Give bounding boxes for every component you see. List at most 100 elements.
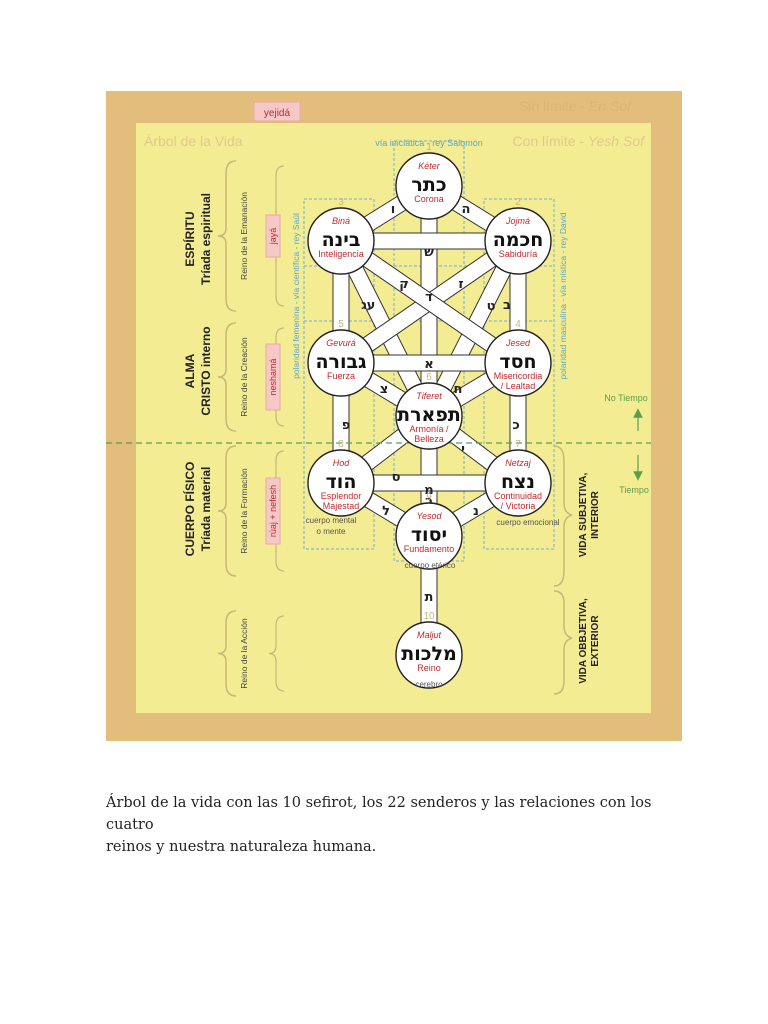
path-letter-8: ט: [487, 299, 496, 314]
no-tiempo-label: No Tiempo: [604, 393, 648, 403]
cerebro-label: cerebro: [415, 680, 443, 689]
sefira-number-10: 10: [423, 611, 435, 622]
level-subtitle-3: Tríada material: [199, 467, 213, 552]
level-title-1: ESPÍRITU: [182, 211, 197, 266]
sefira-number-1: 1: [426, 142, 432, 153]
level-reino-3: Reino de la Formación: [239, 468, 249, 554]
soul-label-2: neshamá: [268, 358, 278, 395]
sefira-hebrew-9: יסוד: [411, 524, 447, 546]
sefira-name-3: Biná: [332, 216, 350, 226]
vida-objetiva-label-1: VIDA OBBJETIVA,: [578, 598, 589, 684]
sefira-meaning-1-1: Corona: [414, 194, 444, 204]
level-brace-4: [217, 610, 237, 697]
sefira-hebrew-7: נצח: [501, 471, 535, 493]
path-letter-14: פ: [342, 418, 351, 433]
path-letter-9: ג: [361, 298, 367, 313]
path-letter-11: א: [424, 357, 433, 372]
path-letter-5: ק: [399, 277, 409, 292]
sefira-meaning-10-1: Reino: [417, 663, 441, 673]
level-brace-2: [217, 322, 237, 432]
tree-of-life-figure: Sin límite - En Sof Con límite - Yesh So…: [106, 91, 682, 741]
sefira-meaning-4-2: / Lealtad: [501, 381, 536, 391]
soul-box-1: [265, 214, 281, 258]
sefira-circle-9: [395, 502, 463, 570]
sefira-name-6: Tiferet: [416, 391, 442, 401]
path-letter-3: ש: [424, 245, 434, 260]
path-letter-19: כ: [512, 418, 519, 433]
brace-vida-subjetiva: [553, 445, 573, 587]
path-letter-21: ר: [425, 494, 433, 509]
sefira-name-7: Netzaj: [505, 458, 532, 468]
caption-line-1: Árbol de la vida con las 10 sefirot, los…: [106, 795, 652, 833]
level-inner-brace-4: [268, 615, 285, 692]
sefira-circle-3: [307, 207, 375, 275]
path-letter-16: ל: [382, 504, 390, 519]
path-letter-18: ס: [392, 470, 401, 485]
level-brace-3: [217, 445, 237, 577]
figure-caption: Árbol de la vida con las 10 sefirot, los…: [106, 792, 666, 858]
sefira-circle-4: [484, 329, 552, 397]
arbol-title: Árbol de la Vida: [144, 133, 243, 149]
soul-label-3: rúaj + nefesh: [268, 485, 278, 537]
cuerpo-mental-label-1: cuerpo mental: [306, 516, 357, 525]
sefira-hebrew-2: חכמה: [493, 229, 544, 251]
vida-subjetiva-label-1: VIDA SUBJETIVA,: [578, 473, 589, 558]
sefira-meaning-5-1: Fuerza: [327, 371, 355, 381]
sefira-circle-10: [395, 621, 463, 689]
sefira-hebrew-8: הוד: [326, 471, 357, 493]
sefira-number-2: 2: [515, 197, 521, 208]
level-subtitle-2: CRISTO interno: [199, 326, 213, 415]
sefira-hebrew-10: מלכות: [401, 643, 457, 665]
sefira-name-4: Jesed: [505, 338, 531, 348]
con-limite-label: Con límite - Yesh Sof: [512, 133, 646, 149]
sefira-number-3: 3: [338, 197, 344, 208]
sefira-name-9: Yesod: [416, 511, 442, 521]
yejida-box: [253, 101, 301, 122]
vida-subjetiva-label-2: INTERIOR: [590, 490, 601, 539]
cuerpo-emocional-label: cuerpo emocional: [496, 518, 559, 527]
path-letter-17: נ: [473, 504, 479, 519]
sefira-number-5: 5: [338, 319, 344, 330]
sefira-number-8: 8: [338, 439, 344, 450]
sefira-circle-5: [307, 329, 375, 397]
path-letter-15: י: [461, 442, 465, 457]
level-reino-2: Reino de la Creación: [239, 337, 249, 417]
soul-box-3: [265, 477, 281, 545]
sin-limite-label: Sin límite - En Sof: [519, 98, 633, 114]
sefira-number-4: 4: [515, 319, 521, 330]
sefira-meaning-7-1: Continuidad: [494, 491, 542, 501]
level-title-2: ALMA: [183, 353, 197, 388]
yejida-label: yejidá: [264, 108, 291, 119]
sefira-meaning-3-1: Inteligencia: [318, 249, 364, 259]
level-brace-1: [217, 160, 237, 312]
caption-line-2: reinos y nuestra naturaleza humana.: [106, 839, 377, 855]
tiempo-label: Tiempo: [619, 485, 649, 495]
path-letter-7: צ: [380, 382, 389, 397]
sefira-meaning-7-2: / Victoria: [501, 501, 536, 511]
path-letter-1: ו: [391, 202, 395, 217]
sefira-number-9: 9: [426, 492, 432, 503]
sefira-meaning-8-2: Majestad: [323, 501, 360, 511]
sefira-hebrew-1: כתר: [411, 174, 446, 196]
sefira-name-10: Maljut: [417, 630, 442, 640]
sefira-circle-8: [307, 449, 375, 517]
path-letter-4: ד: [425, 290, 433, 305]
sefira-meaning-8-1: Esplendor: [321, 491, 362, 501]
sefira-meaning-6-2: Belleza: [414, 434, 444, 444]
path-letter-2: ה: [462, 202, 471, 217]
soul-box-2: [265, 343, 281, 411]
